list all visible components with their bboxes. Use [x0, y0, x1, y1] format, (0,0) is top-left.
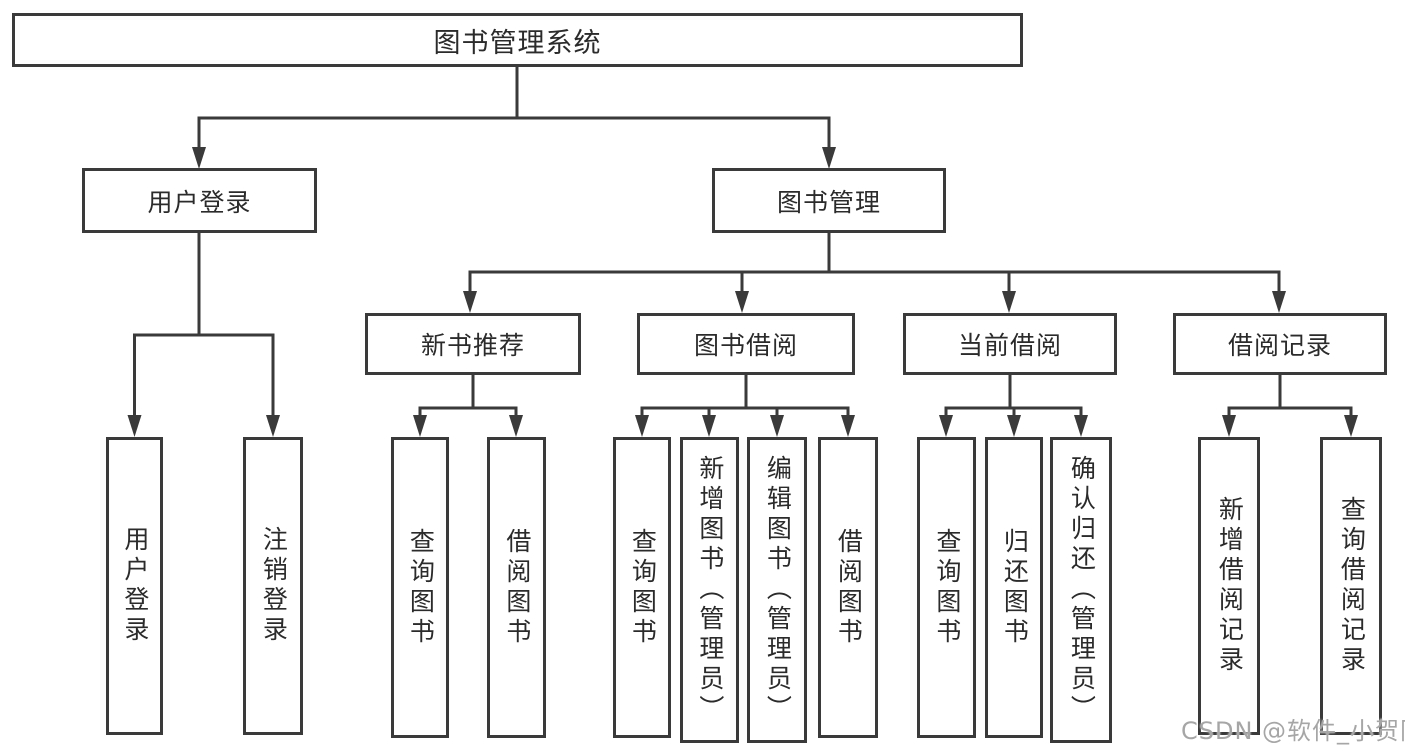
leaf-borrow-books-borrowing: 借阅图书	[818, 437, 878, 738]
node-book-management-label: 图书管理	[776, 187, 881, 217]
leaf-query-books-borrowing: 查询图书	[613, 437, 671, 738]
leaf-user-login: 用户登录	[106, 437, 163, 735]
leaf-query-borrow-record: 查询借阅记录	[1320, 437, 1382, 735]
node-user-login: 用户登录	[82, 168, 317, 233]
node-library-system-label: 图书管理系统	[433, 27, 602, 59]
node-book-borrowing: 图书借阅	[637, 313, 855, 375]
leaf-add-borrow-record: 新增借阅记录	[1198, 437, 1260, 735]
watermark: CSDN @软件_小贺同学	[1181, 717, 1405, 745]
leaf-query-books-current-label: 查询图书	[932, 527, 962, 648]
node-current-borrowing-label: 当前借阅	[957, 331, 1062, 360]
node-borrowing-records: 借阅记录	[1173, 313, 1387, 375]
leaf-borrow-books-recommend-label: 借阅图书	[502, 527, 532, 648]
leaf-query-books-current: 查询图书	[917, 437, 976, 738]
leaf-add-books-admin: 新增图书（管理员）	[680, 437, 739, 743]
leaf-borrow-books-borrowing-label: 借阅图书	[834, 527, 864, 648]
leaf-edit-books-admin: 编辑图书（管理员）	[747, 437, 807, 743]
leaf-confirm-return-admin-label: 确认归还（管理员）	[1067, 455, 1097, 725]
leaf-confirm-return-admin: 确认归还（管理员）	[1050, 437, 1112, 743]
node-new-book-recommend: 新书推荐	[365, 313, 581, 375]
leaf-user-login-label: 用户登录	[120, 526, 150, 646]
leaf-borrow-books-recommend: 借阅图书	[487, 437, 546, 738]
leaf-return-books-label: 归还图书	[1000, 527, 1030, 648]
leaf-query-books-recommend-label: 查询图书	[406, 527, 436, 648]
leaf-logout-label: 注销登录	[259, 526, 289, 646]
leaf-query-books-recommend: 查询图书	[391, 437, 449, 738]
leaf-logout: 注销登录	[243, 437, 303, 735]
node-library-system: 图书管理系统	[12, 13, 1023, 67]
node-book-management: 图书管理	[712, 168, 946, 233]
node-new-book-recommend-label: 新书推荐	[420, 331, 525, 360]
leaf-return-books: 归还图书	[985, 437, 1043, 738]
leaf-add-books-admin-label: 新增图书（管理员）	[695, 455, 725, 725]
node-book-borrowing-label: 图书借阅	[693, 331, 798, 360]
node-current-borrowing: 当前借阅	[903, 313, 1117, 375]
node-borrowing-records-label: 借阅记录	[1227, 331, 1332, 360]
leaf-query-books-borrowing-label: 查询图书	[628, 527, 658, 648]
leaf-add-borrow-record-label: 新增借阅记录	[1215, 496, 1245, 676]
leaf-query-borrow-record-label: 查询借阅记录	[1337, 496, 1367, 676]
leaf-edit-books-admin-label: 编辑图书（管理员）	[763, 455, 793, 725]
node-user-login-label: 用户登录	[147, 187, 252, 217]
